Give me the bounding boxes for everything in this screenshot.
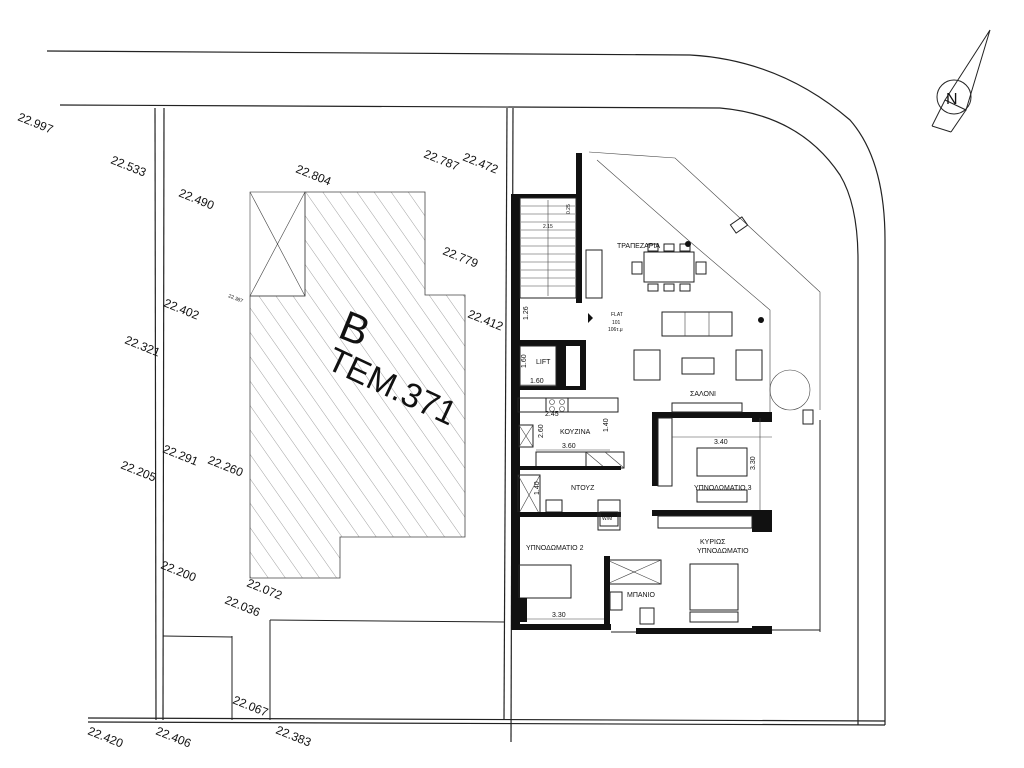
level-l14: 22.205: [119, 458, 159, 485]
dim-340: 3.40: [714, 439, 728, 446]
flat-label: FLAT: [611, 312, 623, 318]
room-dining: ΤΡΑΠΕΖΑΡΙΑ: [617, 243, 660, 250]
dim-330-vertical: 3.30: [750, 456, 757, 470]
room-bedroom3: ΥΠΝΟΔΩΜΑΤΙΟ 3: [694, 485, 752, 492]
dim-stair-r: 0.25: [566, 204, 572, 214]
level-l20: 22.406: [154, 724, 194, 751]
room-kitchen: ΚΟΥΖΙΝΑ: [560, 429, 591, 436]
room-master-1: ΚΥΡΙΩΣ: [700, 539, 726, 546]
dimensions: 2.15 0.25 1.26 1.60 1.60 2.45 2.60 1.40 …: [520, 204, 772, 620]
staircase: [521, 200, 575, 296]
room-living: ΣΑΛΟΝΙ: [690, 391, 716, 398]
level-l5: 22.787: [422, 147, 462, 174]
building-b: [249, 191, 466, 579]
level-l8: 22.402: [162, 296, 202, 323]
level-l3: 22.490: [177, 186, 217, 213]
site-boundary: [46, 50, 886, 743]
level-l2: 22.533: [109, 153, 149, 180]
dim-245: 2.45: [545, 411, 559, 418]
level-l19: 22.420: [86, 724, 126, 751]
plant-dot-2: [758, 317, 764, 323]
level-l6: 22.472: [461, 150, 501, 177]
level-l17: 22.036: [223, 593, 263, 620]
level-l9: 22.387: [227, 293, 244, 304]
level-l21: 22.383: [274, 723, 314, 750]
room-lift: LIFT: [536, 359, 551, 366]
north-arrow: N: [931, 29, 991, 133]
dim-160-vertical: 1.60: [521, 354, 528, 368]
level-l4: 22.804: [294, 162, 334, 189]
level-l10: 22.412: [466, 307, 506, 334]
flat-number: 101: [612, 320, 621, 326]
dim-260: 2.60: [538, 424, 545, 438]
plant-dot: [685, 241, 691, 247]
room-labels: ΤΡΑΠΕΖΑΡΙΑ ΣΑΛΟΝΙ ΚΟΥΖΙΝΑ ΝΤΟΥΖ ΥΠΝΟΔΩΜΑ…: [526, 243, 752, 599]
room-bedroom2: ΥΠΝΟΔΩΜΑΤΙΟ 2: [526, 545, 584, 552]
level-l15: 22.200: [159, 558, 199, 585]
flat-info: FLAT 101 106τ.μ: [588, 312, 623, 333]
room-bathroom: ΜΠΑΝΙΟ: [627, 592, 656, 599]
level-l18: 22.067: [231, 693, 271, 720]
dim-stair-width: 2.15: [543, 224, 553, 230]
level-l16: 22.072: [245, 576, 285, 603]
room-shower: ΝΤΟΥΖ: [571, 485, 595, 492]
room-wm: W/M: [602, 516, 612, 522]
dim-140-shower: 1.40: [534, 481, 541, 495]
room-master-2: ΥΠΝΟΔΩΜΑΤΙΟ: [697, 548, 749, 555]
flat-walls: [511, 151, 821, 634]
north-label: N: [946, 91, 958, 108]
flat-area: 106τ.μ: [608, 327, 623, 333]
level-l11: 22.321: [123, 333, 163, 360]
dim-360: 3.60: [562, 443, 576, 450]
level-l7: 22.779: [441, 244, 481, 271]
furniture: [631, 216, 814, 425]
dim-330-horizontal: 3.30: [552, 612, 566, 619]
dim-160-horizontal: 1.60: [530, 378, 544, 385]
dim-126: 1.26: [523, 306, 530, 320]
level-l12: 22.291: [161, 442, 201, 469]
level-l13: 22.260: [206, 453, 246, 480]
dim-140-kitchen: 1.40: [603, 418, 610, 432]
level-l1: 22.997: [16, 110, 56, 137]
